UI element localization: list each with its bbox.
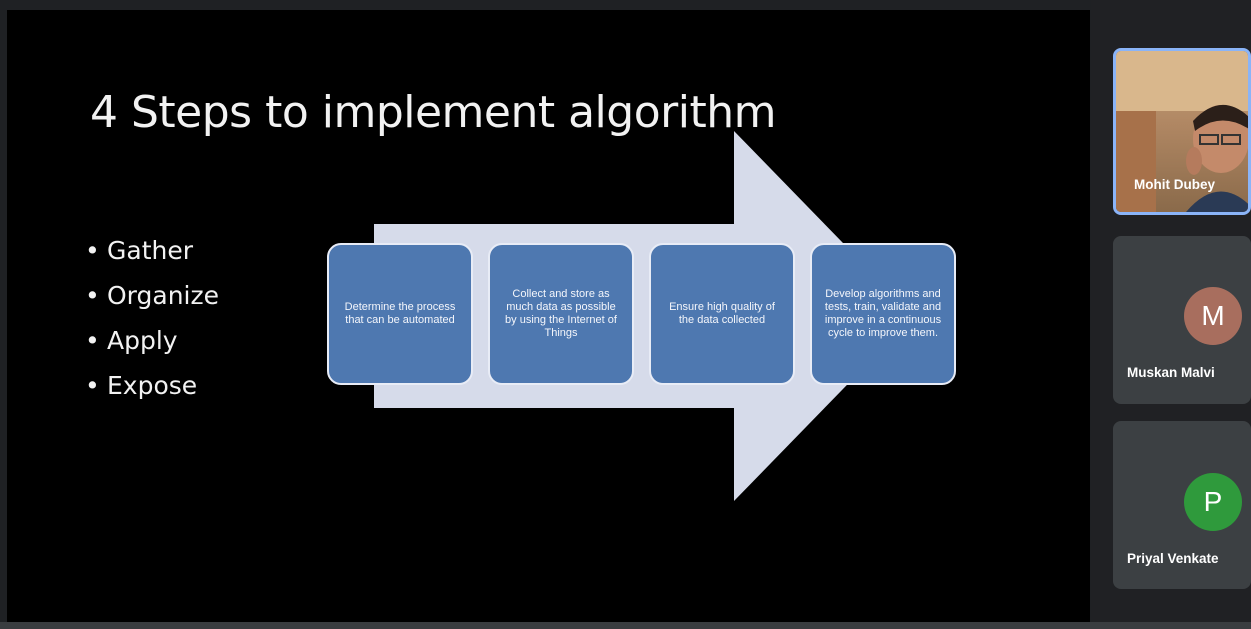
participant-name: Priyal Venkate <box>1127 551 1219 566</box>
participant-name: Muskan Malvi <box>1127 365 1215 380</box>
participant-tile-video[interactable]: Mohit Dubey <box>1113 48 1251 215</box>
bullet-item: •Gather <box>85 236 193 265</box>
step-box-1: Determine the process that can be automa… <box>327 243 473 385</box>
avatar: M <box>1184 287 1242 345</box>
avatar: P <box>1184 473 1242 531</box>
presentation-slide: 4 Steps to implement algorithm •Gather •… <box>7 10 1090 622</box>
process-arrow <box>374 131 914 501</box>
participant-video <box>1116 51 1248 212</box>
participant-tile[interactable]: P Priyal Venkate <box>1113 421 1251 589</box>
participant-tile[interactable]: M Muskan Malvi <box>1113 236 1251 404</box>
slide-title: 4 Steps to implement algorithm <box>90 87 776 138</box>
bullet-item: •Organize <box>85 281 219 310</box>
bullet-item: •Expose <box>85 371 198 400</box>
step-box-2: Collect and store as much data as possib… <box>488 243 634 385</box>
bullet-item: •Apply <box>85 326 178 355</box>
participant-name: Mohit Dubey <box>1134 177 1215 192</box>
step-box-4: Develop algorithms and tests, train, val… <box>810 243 956 385</box>
bullet-list: •Gather •Organize •Apply •Expose <box>85 228 219 408</box>
bottom-bar <box>0 622 1251 629</box>
step-box-3: Ensure high quality of the data collecte… <box>649 243 795 385</box>
